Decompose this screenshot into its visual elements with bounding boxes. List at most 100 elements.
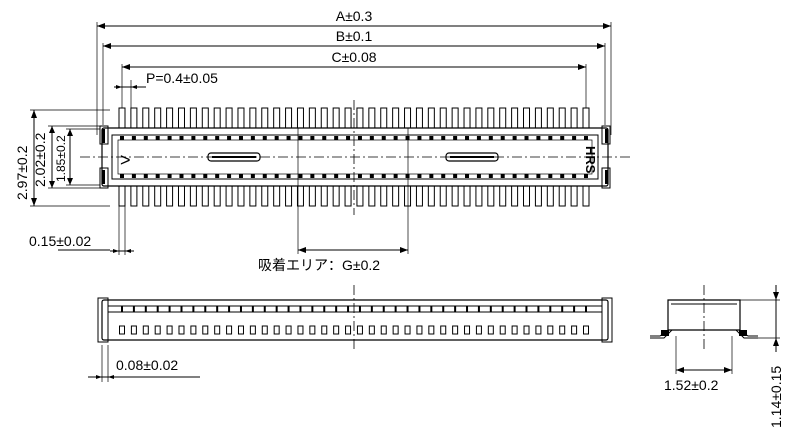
bottom-contact-slot xyxy=(262,174,267,178)
top-contact-slot xyxy=(274,136,279,140)
bottom-pin xyxy=(415,185,423,207)
top-pin xyxy=(201,107,209,129)
top-pin xyxy=(344,107,352,129)
bottom-contact-slot xyxy=(298,174,303,178)
top-contact-slot xyxy=(322,136,327,140)
top-pin xyxy=(308,107,316,129)
bottom-pin xyxy=(320,185,328,207)
bottom-contact-slot xyxy=(536,174,541,178)
top-pin xyxy=(523,107,531,129)
bottom-pin xyxy=(570,185,578,207)
top-pin xyxy=(511,107,519,129)
top-pin xyxy=(249,107,257,129)
side-pin xyxy=(523,325,530,335)
top-contact-slot xyxy=(417,136,422,140)
top-contact-slot xyxy=(346,136,351,140)
bottom-pin xyxy=(261,185,269,207)
bottom-pin xyxy=(463,185,471,207)
hrs-logo: HRS xyxy=(583,146,598,174)
top-pin xyxy=(296,107,304,129)
dim-c-label: C±0.08 xyxy=(331,49,376,65)
top-pin xyxy=(368,107,376,129)
top-contact-slot xyxy=(357,136,362,140)
bottom-contact-slot xyxy=(476,174,481,178)
side-pin xyxy=(380,325,387,335)
bottom-contact-slot xyxy=(143,174,148,178)
top-contact-slot xyxy=(155,136,160,140)
bottom-contact-slot xyxy=(131,174,136,178)
bottom-pin xyxy=(332,185,340,207)
top-pin xyxy=(570,107,578,129)
bottom-contact-slot xyxy=(584,174,588,178)
top-pin xyxy=(380,107,388,129)
side-pin xyxy=(309,325,316,335)
top-contact-slot xyxy=(476,136,481,140)
bottom-contact-slot xyxy=(393,174,398,178)
side-pin xyxy=(333,325,340,335)
bottom-pin xyxy=(404,185,412,207)
side-pin xyxy=(392,325,399,335)
side-pins xyxy=(119,325,589,335)
bottom-pin xyxy=(380,185,388,207)
bottom-pin xyxy=(166,185,174,207)
bottom-pin xyxy=(285,185,293,207)
bottom-pin xyxy=(273,185,281,207)
dim-height-total-label: 2.97±0.2 xyxy=(14,145,30,200)
end-view: 1.52±0.2 1.14±0.15 xyxy=(650,285,784,428)
pin1-mark: > xyxy=(120,150,131,170)
top-contact-slot xyxy=(453,136,458,140)
bottom-contact-slot xyxy=(322,174,327,178)
bottom-contact-slot xyxy=(572,174,577,178)
side-pin xyxy=(285,325,292,335)
side-pin xyxy=(297,325,304,335)
bottom-contact-slot xyxy=(488,174,493,178)
bottom-pin xyxy=(534,185,542,207)
top-pin xyxy=(189,107,197,129)
top-contact-slot xyxy=(584,136,588,140)
bottom-contact-slot xyxy=(191,174,196,178)
top-pin xyxy=(177,107,185,129)
dim-side-offset-label: 0.08±0.02 xyxy=(116,357,178,373)
top-contact-slot xyxy=(120,136,124,140)
bottom-pin xyxy=(439,185,447,207)
top-pin xyxy=(392,107,400,129)
top-pin xyxy=(427,107,435,129)
top-contact-slot xyxy=(369,136,374,140)
top-contact-slot xyxy=(548,136,553,140)
side-pin xyxy=(571,325,578,335)
side-pin xyxy=(142,325,149,335)
bottom-pin xyxy=(523,185,531,207)
top-contact-slot xyxy=(238,136,243,140)
side-pin xyxy=(404,325,411,335)
bottom-contact-slot xyxy=(274,174,279,178)
bottom-pin xyxy=(201,185,209,207)
bottom-contact-slot xyxy=(500,174,505,178)
top-pin xyxy=(463,107,471,129)
top-pin xyxy=(582,107,590,129)
side-pin xyxy=(368,325,375,335)
top-contact-slot xyxy=(393,136,398,140)
bottom-contact-slot xyxy=(334,174,339,178)
side-pin xyxy=(356,325,363,335)
side-pin xyxy=(130,325,137,335)
top-pin xyxy=(356,107,364,129)
dim-a-label: A±0.3 xyxy=(336,8,373,24)
top-pin xyxy=(142,107,150,129)
bottom-contact-slot xyxy=(441,174,446,178)
top-pin xyxy=(213,107,221,129)
bottom-pin xyxy=(427,185,435,207)
side-pin xyxy=(440,325,447,335)
top-contact-slot xyxy=(143,136,148,140)
top-contact-slot xyxy=(500,136,505,140)
top-contact-slot xyxy=(191,136,196,140)
bottom-contact-slot xyxy=(548,174,553,178)
top-view: A±0.3 B±0.1 C±0.08 P=0.4±0.05 xyxy=(14,8,630,273)
top-pin xyxy=(130,107,138,129)
top-contact-slot xyxy=(286,136,291,140)
side-pin xyxy=(345,325,352,335)
bottom-contact-slot xyxy=(215,174,220,178)
side-pin xyxy=(416,325,423,335)
bottom-contact-slot xyxy=(179,174,184,178)
bottom-contact-slot xyxy=(203,174,208,178)
